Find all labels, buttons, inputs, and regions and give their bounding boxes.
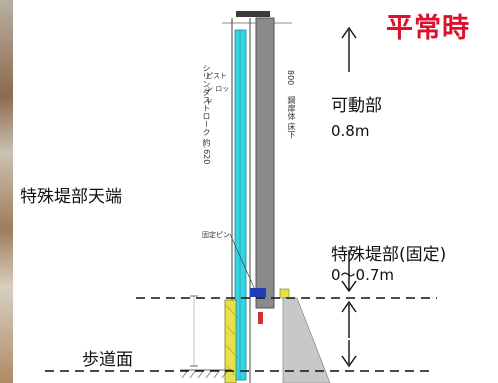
fixed-arrow-down-head: [341, 355, 357, 368]
right-yellow-cap: [279, 288, 290, 299]
concrete-wedge: [282, 297, 331, 383]
fixed-wall-hatch-3: [225, 344, 236, 356]
fixed-arrow-up-head: [341, 300, 357, 313]
movable-part-label: 可動部: [331, 96, 382, 116]
movable-gate-panel: [255, 17, 275, 309]
fixed-wall-yellow: [224, 299, 237, 383]
fixing-pin-bracket: [250, 288, 266, 297]
crest-label: 特殊堤部天端: [20, 187, 122, 207]
movable-part-height: 0.8m: [331, 122, 370, 140]
gate-note-text: 鋼扉体 床下: [287, 96, 296, 139]
fixed-part-label: 特殊堤部(固定): [331, 245, 447, 265]
movable-arrow-up-head: [341, 26, 357, 39]
fixed-part-height: 0〜0.7m: [331, 266, 395, 284]
gate-top-cap: [236, 11, 270, 17]
fixed-wall-hatch-2: [225, 324, 236, 336]
piston-cylinder: [234, 29, 247, 381]
sidewalk-label: 歩道面: [82, 350, 133, 370]
fixed-wall-hatch-1: [225, 304, 236, 316]
red-marker: [258, 312, 263, 324]
piston-rod-text: ピストン ロッド: [206, 72, 230, 106]
normal-state-title: 平常時: [386, 13, 470, 44]
gate-800-text: 800: [286, 70, 295, 86]
fixing-pin-leader: [229, 233, 257, 293]
ground-hatching: [181, 369, 229, 379]
movable-arrow-down-head: [341, 280, 357, 293]
fixing-pin-text: 固定ピン: [202, 231, 230, 239]
background-photo-strip: [0, 0, 13, 383]
cylinder-stroke-text: シリンダストローク 約.620: [202, 64, 211, 165]
